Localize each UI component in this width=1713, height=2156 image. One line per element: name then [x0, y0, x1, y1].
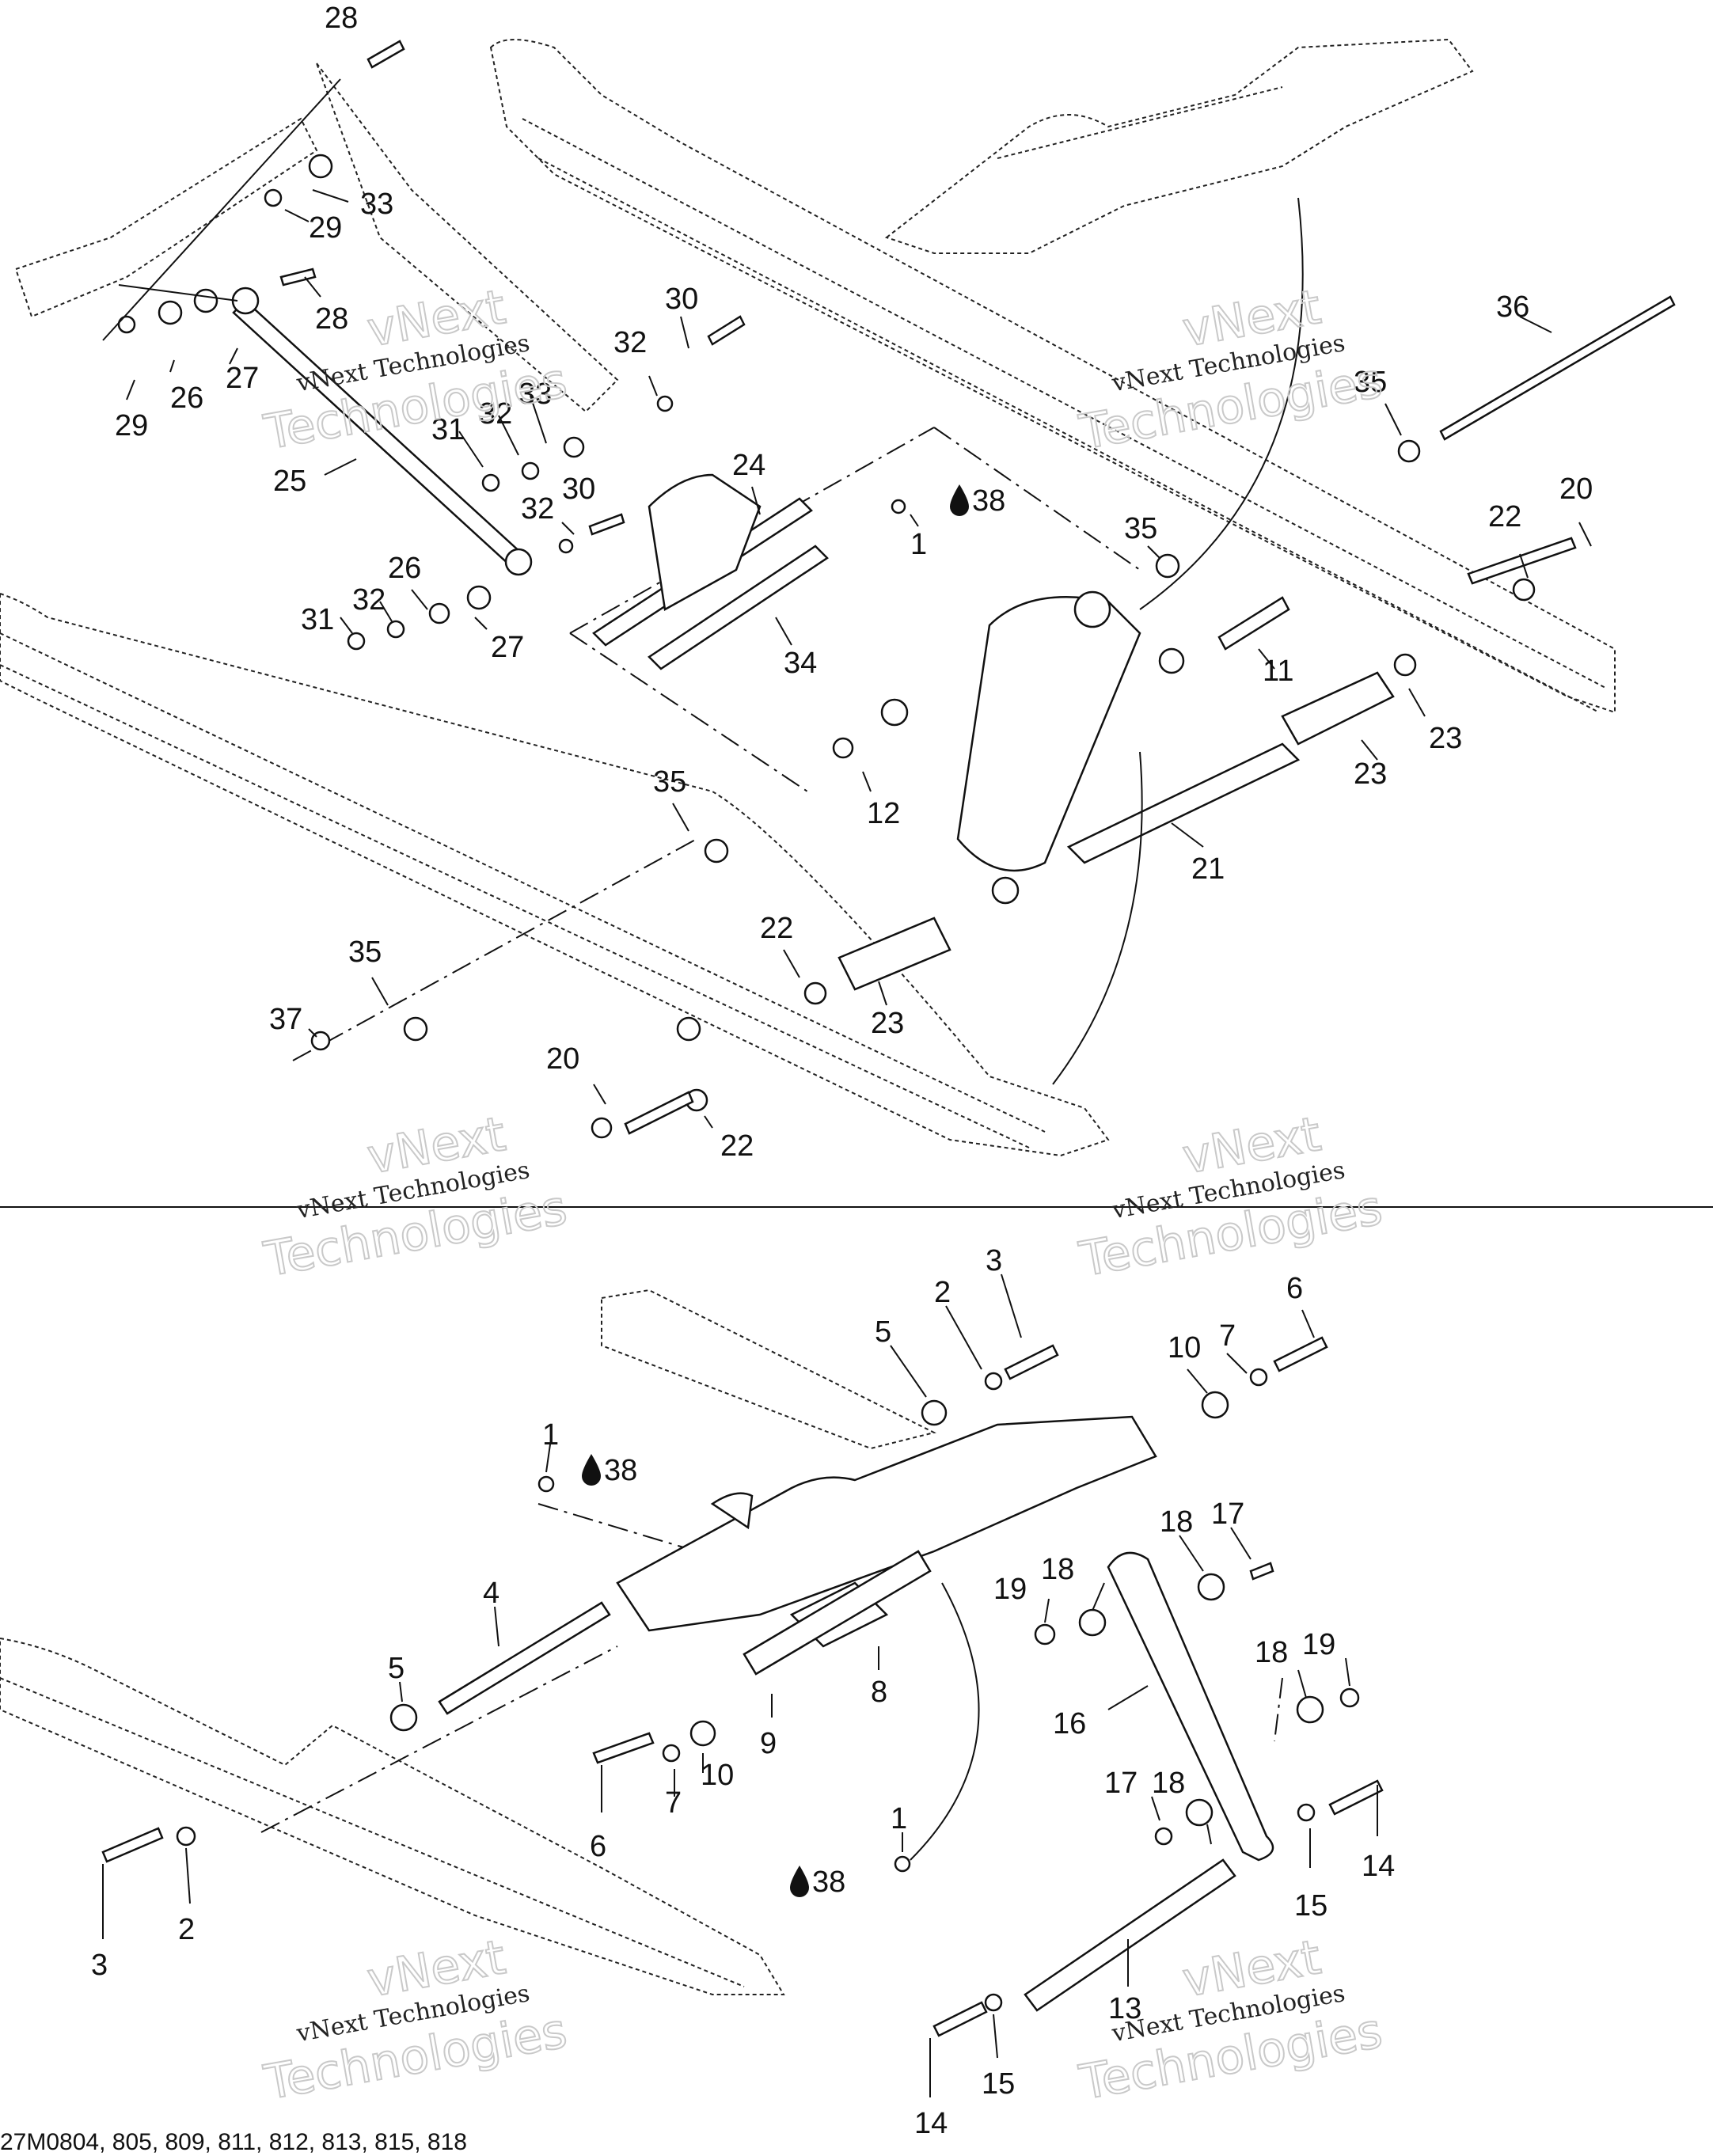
- top-label: 24: [732, 449, 765, 482]
- top-label: 1: [910, 528, 927, 561]
- bottom-label: 2: [934, 1276, 951, 1309]
- bottom-label: 18: [1160, 1505, 1193, 1539]
- top-label: 12: [867, 797, 900, 830]
- top-label: 23: [1354, 757, 1387, 791]
- top-label: 35: [1124, 512, 1157, 545]
- bottom-leaders: [102, 1273, 1378, 2097]
- bottom-part-labels: 3 6 2 5 10 7 1 38 18 17 18 19 18 19 5 4 …: [91, 1244, 1395, 2140]
- bottom-label: 1: [542, 1418, 559, 1452]
- watermark: vNext vNext Technologies Technologies: [1074, 1106, 1387, 1289]
- bottom-label: 14: [1362, 1850, 1395, 1883]
- bottom-label: 38: [604, 1454, 637, 1487]
- bottom-label: 2: [178, 1913, 195, 1946]
- bottom-lubricant-38-upper: 38: [582, 1454, 637, 1487]
- bottom-label: 6: [1286, 1272, 1303, 1305]
- top-label: 20: [546, 1042, 579, 1076]
- top-label: 28: [315, 302, 348, 336]
- bottom-label: 7: [665, 1786, 682, 1820]
- bottom-label: 15: [1294, 1889, 1327, 1923]
- top-label: 27: [226, 362, 259, 395]
- bottom-label: 17: [1211, 1497, 1244, 1531]
- bottom-label: 10: [701, 1759, 734, 1792]
- top-label: 35: [348, 936, 382, 969]
- drop-icon: [790, 1866, 809, 1897]
- top-exploded-view: 28 33 29 28 27 26 29 25 30 32 33 32 31 3…: [0, 2, 1676, 1163]
- top-label: 11: [1263, 655, 1293, 688]
- top-label: 21: [1191, 852, 1225, 886]
- top-label: 29: [115, 409, 148, 442]
- top-label: 31: [301, 603, 334, 636]
- bottom-label: 18: [1255, 1636, 1288, 1669]
- top-part-labels: 28 33 29 28 27 26 29 25 30 32 33 32 31 3…: [115, 2, 1593, 1163]
- bottom-label: 1: [891, 1802, 907, 1835]
- top-label: 22: [1488, 500, 1521, 533]
- bottom-label: 16: [1053, 1707, 1086, 1740]
- bottom-label: 13: [1108, 1992, 1141, 2025]
- top-label: 34: [784, 647, 817, 680]
- top-hardware: [117, 154, 1536, 1139]
- top-label: 22: [760, 912, 793, 945]
- bottom-label: 19: [1302, 1628, 1335, 1661]
- bottom-label: 4: [483, 1577, 499, 1610]
- top-label: 32: [479, 397, 512, 431]
- bottom-label: 8: [871, 1676, 887, 1709]
- bottom-label: 6: [590, 1830, 606, 1863]
- top-label: 27: [491, 631, 524, 664]
- drop-icon: [950, 484, 969, 516]
- top-label: 28: [325, 2, 358, 35]
- top-label: 29: [309, 211, 342, 245]
- bottom-label: 3: [986, 1244, 1002, 1277]
- figure-code: 27M0804, 805, 809, 811, 812, 813, 815, 8…: [0, 2129, 467, 2155]
- bottom-label: 10: [1168, 1331, 1201, 1365]
- bottom-hardware: [176, 1368, 1360, 2012]
- top-label: 26: [170, 381, 203, 415]
- bottom-label: 17: [1104, 1767, 1138, 1800]
- watermark: vNext vNext Technologies Technologies: [259, 1106, 572, 1289]
- top-label: 32: [521, 492, 554, 526]
- bottom-label: 38: [812, 1866, 845, 1899]
- top-label: 38: [972, 484, 1005, 518]
- top-lubricant-38: 38: [950, 484, 1005, 518]
- top-label: 32: [613, 326, 647, 359]
- top-label: 25: [273, 465, 306, 498]
- top-label: 30: [665, 283, 698, 316]
- top-label: 22: [720, 1129, 754, 1163]
- bottom-bolts: [101, 1336, 1384, 2037]
- top-label: 33: [518, 378, 552, 411]
- top-label: 32: [352, 583, 386, 617]
- watermark: vNext vNext Technologies Technologies: [259, 1929, 572, 2112]
- bottom-label: 19: [993, 1573, 1027, 1606]
- bottom-lubricant-38-lower: 38: [790, 1866, 845, 1899]
- bottom-label: 18: [1152, 1767, 1185, 1800]
- bottom-label: 14: [914, 2107, 948, 2140]
- top-label: 23: [1429, 722, 1462, 755]
- top-label: 36: [1496, 290, 1529, 324]
- bottom-exploded-view: 3 6 2 5 10 7 1 38 18 17 18 19 18 19 5 4 …: [0, 1244, 1395, 2140]
- top-label: 35: [653, 765, 686, 799]
- bottom-label: 15: [982, 2067, 1015, 2101]
- bottom-label: 3: [91, 1949, 108, 1982]
- top-leaders: [102, 78, 1592, 1129]
- top-label: 20: [1559, 473, 1593, 506]
- top-label: 30: [562, 473, 595, 506]
- bottom-label: 5: [875, 1315, 891, 1349]
- bottom-label: 7: [1219, 1319, 1236, 1353]
- drop-icon: [582, 1454, 601, 1486]
- bottom-label: 18: [1041, 1553, 1074, 1586]
- top-label: 35: [1354, 366, 1387, 399]
- watermark: vNext vNext Technologies Technologies: [1074, 279, 1387, 461]
- bottom-label: 9: [760, 1727, 777, 1760]
- bottom-label: 5: [388, 1652, 405, 1685]
- top-label: 23: [871, 1007, 904, 1040]
- top-label: 33: [360, 188, 393, 221]
- top-label: 37: [269, 1003, 302, 1036]
- top-label: 31: [431, 413, 465, 446]
- top-label: 26: [388, 552, 421, 585]
